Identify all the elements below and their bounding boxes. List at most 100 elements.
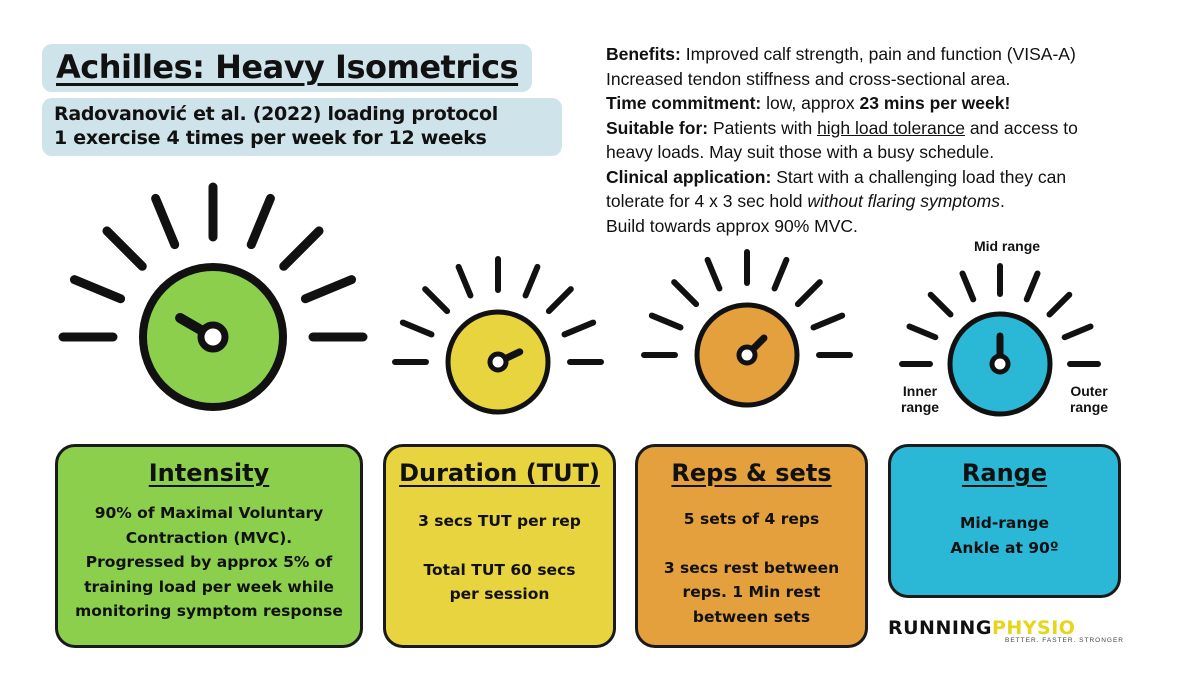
duration-tick-8 xyxy=(561,319,597,338)
benefits-text: Improved calf strength, pain and functio… xyxy=(685,44,1076,64)
intensity-card-body: 90% of Maximal Voluntary Contraction (MV… xyxy=(58,501,360,624)
logo-name-part-1: RUNNING xyxy=(888,617,992,639)
suitable-label: Suitable for: xyxy=(606,117,709,138)
range-card: Range Mid-range Ankle at 90º xyxy=(888,444,1121,598)
duration-line-2: Total TUT 60 secs xyxy=(423,560,576,579)
suitable-line: Suitable for: Patients with high load to… xyxy=(606,116,1186,141)
reps-card-title: Reps & sets xyxy=(671,459,832,487)
intensity-line-1: 90% of Maximal Voluntary xyxy=(94,504,324,522)
intensity-card-title: Intensity xyxy=(148,459,270,487)
reps-hub xyxy=(736,344,758,366)
time-text: low, approx xyxy=(766,93,855,113)
duration-line-3: per session xyxy=(449,585,550,603)
clinical-italic: without flaring symptoms xyxy=(807,191,1000,211)
duration-line-1: 3 secs TUT per rep xyxy=(418,512,581,530)
intensity-gauge-icon xyxy=(58,182,368,411)
duration-tick-4 xyxy=(455,263,474,299)
benefits-line-2: Increased tendon stiffness and cross-sec… xyxy=(606,68,1011,89)
clinical-text: Start with a challenging load they can xyxy=(776,166,1067,187)
intensity-hub xyxy=(197,321,229,353)
subtitle-line-2: 1 exercise 4 times per week for 12 weeks xyxy=(54,127,487,149)
range-tick-4 xyxy=(959,270,977,303)
page-title: Achilles: Heavy Isometrics xyxy=(56,48,519,86)
subtitle-box: Radovanović et al. (2022) loading protoc… xyxy=(42,98,562,156)
range-card-title: Range xyxy=(961,459,1048,487)
clinical-label: Clinical application: xyxy=(606,166,772,187)
intensity-tick-8 xyxy=(300,275,357,304)
reps-line-2: 3 secs rest between xyxy=(663,558,840,577)
intensity-tick-7 xyxy=(279,226,324,271)
reps-line-1: 5 sets of 4 reps xyxy=(683,510,820,528)
intensity-tick-4 xyxy=(151,193,180,250)
clinical-line: Clinical application: Start with a chall… xyxy=(606,165,1186,190)
reps-line-4: between sets xyxy=(692,607,811,626)
suitable-line-2: heavy loads. May suit those with a busy … xyxy=(606,142,995,162)
benefits-line: Benefits: Improved calf strength, pain a… xyxy=(606,42,1186,67)
logo-name: RUNNINGPHYSIO xyxy=(888,617,1124,639)
range-tick-6 xyxy=(1023,270,1041,303)
info-panel: Benefits: Improved calf strength, pain a… xyxy=(606,42,1186,238)
outer-range-label-2: range xyxy=(1069,399,1109,415)
benefits-label: Benefits: xyxy=(606,44,681,64)
reps-tick-6 xyxy=(771,256,790,292)
intensity-tick-2 xyxy=(69,275,126,304)
duration-tick-7 xyxy=(545,286,574,315)
duration-card-body: 3 secs TUT per rep Total TUT 60 secs per… xyxy=(386,509,613,607)
outer-range-label-1: Outer xyxy=(1070,383,1108,399)
brand-logo: RUNNINGPHYSIO BETTER. FASTER. STRONGER xyxy=(888,617,1124,644)
clinical-line-3: Build towards approx 90% MVC. xyxy=(606,215,858,236)
clinical-line-2: tolerate for 4 x 3 sec hold without flar… xyxy=(606,189,1186,214)
inner-range-label-1: Inner xyxy=(902,383,938,399)
reps-tick-2 xyxy=(648,312,684,331)
intensity-line-4: training load per week while xyxy=(84,577,334,596)
reps-line-3: reps. 1 Min rest xyxy=(682,583,821,601)
suitable-text-b: and access to xyxy=(969,117,1078,138)
time-label: Time commitment: xyxy=(606,93,762,113)
reps-card: Reps & sets 5 sets of 4 reps 3 secs rest… xyxy=(635,444,868,648)
range-card-body: Mid-range Ankle at 90º xyxy=(891,511,1118,560)
title-box: Achilles: Heavy Isometrics xyxy=(42,44,533,92)
clinical-text-2-end: . xyxy=(999,191,1005,211)
suitable-underline: high load tolerance xyxy=(817,117,965,138)
reps-tick-4 xyxy=(704,256,723,292)
duration-gauge-icon xyxy=(392,256,604,415)
intensity-line-5: monitoring symptom response xyxy=(75,602,343,620)
time-line: Time commitment: low, approx 23 mins per… xyxy=(606,91,1186,116)
range-hub xyxy=(989,353,1011,375)
inner-range-label: Inner range xyxy=(892,383,948,415)
title-block: Achilles: Heavy Isometrics Radovanović e… xyxy=(42,44,562,156)
logo-tagline: BETTER. FASTER. STRONGER xyxy=(1005,637,1124,644)
duration-card: Duration (TUT) 3 secs TUT per rep Total … xyxy=(383,444,616,648)
reps-tick-7 xyxy=(794,279,823,308)
intensity-line-3: Progressed by approx 5% of xyxy=(85,553,333,571)
duration-tick-6 xyxy=(522,263,541,299)
mid-range-label: Mid range xyxy=(973,238,1041,254)
logo-name-part-2: PHYSIO xyxy=(991,617,1076,639)
range-tick-7 xyxy=(1046,291,1073,318)
range-gauge-icon xyxy=(899,263,1101,417)
intensity-card: Intensity 90% of Maximal Voluntary Contr… xyxy=(55,444,363,648)
reps-gauge-icon xyxy=(641,249,853,408)
duration-tick-3 xyxy=(422,286,451,315)
clinical-text-2: tolerate for 4 x 3 sec hold xyxy=(606,191,803,211)
range-tick-3 xyxy=(927,291,954,318)
intensity-line-2: Contraction (MVC). xyxy=(125,528,293,547)
intensity-tick-6 xyxy=(246,193,275,250)
inner-range-label-2: range xyxy=(900,399,940,415)
time-bold: 23 mins per week! xyxy=(859,93,1011,113)
intensity-tick-3 xyxy=(102,226,147,271)
duration-hub xyxy=(487,351,509,373)
reps-tick-3 xyxy=(671,279,700,308)
duration-tick-2 xyxy=(399,319,435,338)
range-tick-8 xyxy=(1061,323,1094,341)
range-line-2: Ankle at 90º xyxy=(950,538,1059,557)
outer-range-label: Outer range xyxy=(1060,383,1118,415)
subtitle-line-1: Radovanović et al. (2022) loading protoc… xyxy=(54,103,498,125)
suitable-text: Patients with xyxy=(712,117,813,138)
duration-card-title: Duration (TUT) xyxy=(399,459,600,487)
range-tick-2 xyxy=(906,323,939,341)
range-line-1: Mid-range xyxy=(959,514,1049,532)
reps-tick-8 xyxy=(810,312,846,331)
reps-card-body: 5 sets of 4 reps 3 secs rest between rep… xyxy=(638,507,865,629)
